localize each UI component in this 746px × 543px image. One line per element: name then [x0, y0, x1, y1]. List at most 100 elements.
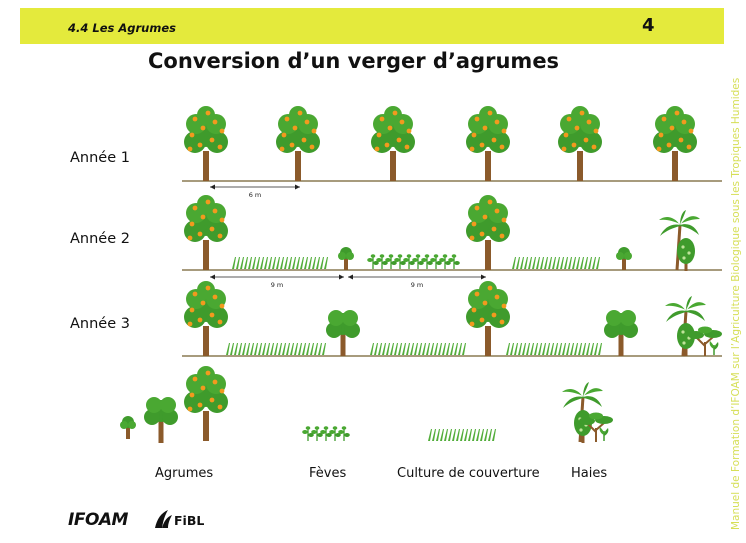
grass-blade-icon: [556, 257, 560, 269]
grass-blade-icon: [550, 343, 554, 355]
grass-blade-icon: [570, 343, 574, 355]
legend-label-couverture: Culture de couverture: [397, 466, 540, 481]
grass-blade-icon: [284, 257, 288, 269]
bean-plant-icon: [328, 425, 342, 442]
grass-blade-icon: [542, 343, 546, 355]
legend-cover-crop-icon: [428, 429, 496, 441]
grass-blade-icon: [264, 257, 268, 269]
grass-blade-icon: [252, 257, 256, 269]
grass-blade-icon: [378, 343, 382, 355]
cover-crop-icon: [226, 343, 326, 355]
grass-blade-icon: [458, 343, 462, 355]
grass-blade-icon: [562, 343, 566, 355]
grass-blade-icon: [414, 343, 418, 355]
cover-crop-icon: [232, 257, 328, 269]
grass-blade-icon: [442, 343, 446, 355]
grass-blade-icon: [272, 257, 276, 269]
grass-blade-icon: [438, 343, 442, 355]
grass-blade-icon: [476, 429, 480, 441]
grass-blade-icon: [370, 343, 374, 355]
spacing-label-year1: 6 m: [249, 191, 262, 199]
palm-tree-icon: [657, 208, 702, 272]
grass-blade-icon: [512, 257, 516, 269]
beans-icon: [366, 253, 461, 270]
grass-blade-icon: [514, 343, 518, 355]
grass-blade-icon: [240, 257, 244, 269]
ifoam-logo: IFOAM: [68, 510, 128, 530]
cover-crop-icon: [506, 343, 602, 355]
grass-blade-icon: [582, 343, 586, 355]
citrus-tree-icon: [466, 106, 510, 181]
page-title: Conversion d’un verger d’agrumes: [148, 49, 560, 73]
grass-blade-icon: [304, 257, 308, 269]
grass-blade-icon: [278, 343, 282, 355]
grass-blade-icon: [584, 257, 588, 269]
grass-blade-icon: [574, 343, 578, 355]
grass-blade-icon: [258, 343, 262, 355]
grass-blade-icon: [298, 343, 302, 355]
grass-blade-icon: [594, 343, 598, 355]
grass-blade-icon: [564, 257, 568, 269]
grass-blade-icon: [232, 257, 236, 269]
cover-crop-icon: [370, 343, 466, 355]
row-label-year1: Année 1: [70, 150, 130, 166]
bean-plant-icon: [411, 253, 425, 270]
grass-blade-icon: [242, 343, 246, 355]
citrus-tree-icon: [371, 106, 415, 181]
grass-blade-icon: [294, 343, 298, 355]
grass-blade-icon: [472, 429, 476, 441]
grass-blade-icon: [592, 257, 596, 269]
grass-blade-icon: [280, 257, 284, 269]
bean-plant-icon: [438, 253, 452, 270]
grass-blade-icon: [518, 343, 522, 355]
grass-blade-icon: [402, 343, 406, 355]
fibl-leaf-icon: [155, 510, 172, 528]
section-title: 4.4 Les Agrumes: [68, 21, 176, 35]
grass-blade-icon: [524, 257, 528, 269]
bean-plant-icon: [393, 253, 407, 270]
grass-blade-icon: [374, 343, 378, 355]
grass-blade-icon: [580, 257, 584, 269]
grass-blade-icon: [290, 343, 294, 355]
grass-blade-icon: [588, 257, 592, 269]
citrus-tree-icon: [184, 195, 228, 270]
bean-plant-icon: [319, 425, 333, 442]
side-caption: Manuel de Formation d’IFOAM sur l’Agricu…: [730, 77, 742, 530]
grass-blade-icon: [286, 343, 290, 355]
grass-blade-icon: [520, 257, 524, 269]
grass-blade-icon: [540, 257, 544, 269]
grass-blade-icon: [394, 343, 398, 355]
grass-blade-icon: [314, 343, 318, 355]
bean-plant-icon: [375, 253, 389, 270]
grass-blade-icon: [282, 343, 286, 355]
grass-blade-icon: [586, 343, 590, 355]
grass-blade-icon: [428, 429, 432, 441]
hedge-bush-icon: [677, 323, 695, 356]
bean-plant-icon: [402, 253, 416, 270]
fibl-logo: FiBL: [174, 513, 205, 528]
grass-blade-icon: [310, 343, 314, 355]
bean-plant-icon: [337, 425, 351, 442]
grass-blade-icon: [450, 343, 454, 355]
grass-blade-icon: [430, 343, 434, 355]
grass-blade-icon: [246, 343, 250, 355]
grass-blade-icon: [270, 343, 274, 355]
citrus-tree-icon: [276, 106, 320, 181]
header-bar: 4.4 Les Agrumes 4: [20, 8, 724, 44]
grass-blade-icon: [236, 257, 240, 269]
grass-blade-icon: [532, 257, 536, 269]
grass-blade-icon: [262, 343, 266, 355]
grass-blade-icon: [530, 343, 534, 355]
bean-plant-icon: [301, 425, 315, 442]
grass-blade-icon: [248, 257, 252, 269]
grass-blade-icon: [324, 257, 328, 269]
grass-blade-icon: [552, 257, 556, 269]
grass-blade-icon: [452, 429, 456, 441]
grass-blade-icon: [526, 343, 530, 355]
page-number: 4: [642, 15, 655, 36]
grass-blade-icon: [534, 343, 538, 355]
grass-blade-icon: [426, 343, 430, 355]
citrus-tree-icon: [558, 106, 602, 181]
grass-blade-icon: [462, 343, 466, 355]
grass-blade-icon: [568, 257, 572, 269]
